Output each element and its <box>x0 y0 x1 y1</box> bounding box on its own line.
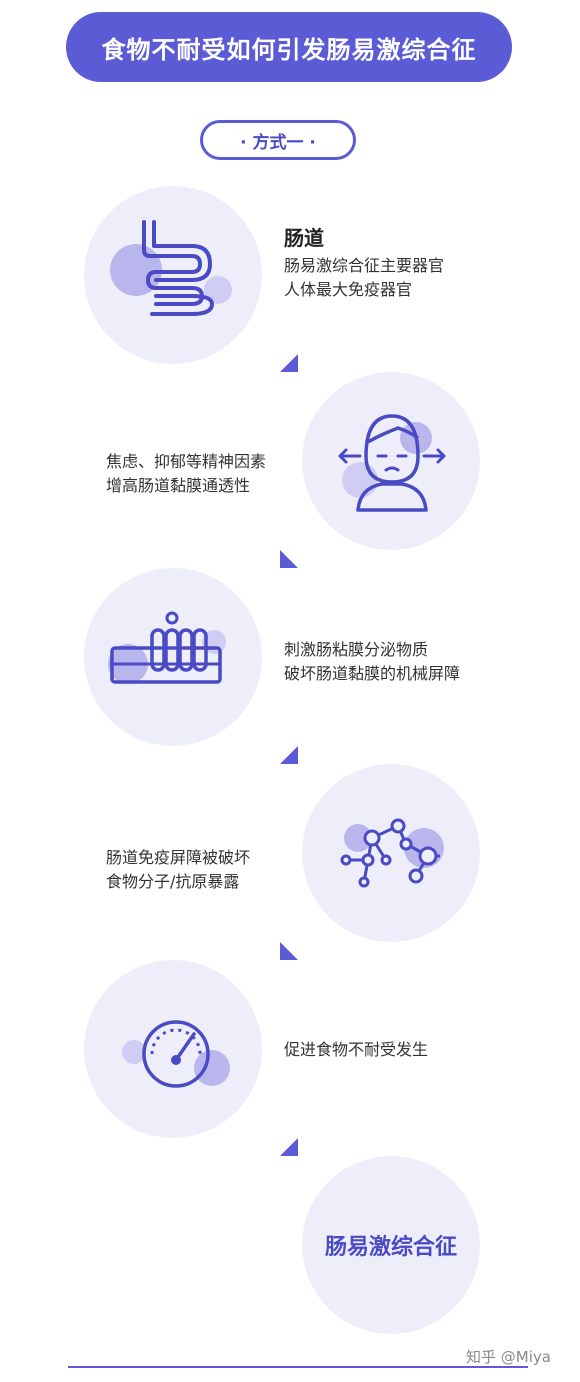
method-label: · 方式一 · <box>200 120 356 160</box>
arrow-triangle-icon <box>280 942 298 960</box>
final-label: 肠易激综合征 <box>324 1235 457 1260</box>
step-1-text: 肠道 肠易激综合征主要器官 人体最大免疫器官 <box>284 226 444 302</box>
anxious-person-icon <box>338 414 446 512</box>
page-title: 食物不耐受如何引发肠易激综合征 <box>66 12 512 82</box>
step-2-text: 焦虑、抑郁等精神因素 增高肠道黏膜通透性 <box>106 450 266 498</box>
anxious-person-circle <box>302 372 480 550</box>
step-5-text: 促进食物不耐受发生 <box>284 1038 428 1062</box>
intestinal-villi-icon <box>108 611 226 684</box>
bottom-divider <box>68 1366 528 1368</box>
gauge-icon <box>122 1020 230 1088</box>
intestine-circle <box>84 186 262 364</box>
final-circle: 肠易激综合征 <box>302 1156 480 1334</box>
arrow-triangle-icon <box>280 354 298 372</box>
step-4-line-2: 食物分子/抗原暴露 <box>106 872 240 891</box>
arrow-triangle-icon <box>280 746 298 764</box>
step-1-heading: 肠道 <box>284 226 324 250</box>
molecule-icon <box>340 818 444 888</box>
step-3-line-2: 破坏肠道黏膜的机械屏障 <box>284 664 461 683</box>
intestine-icon <box>110 220 232 316</box>
arrow-triangle-icon <box>280 550 298 568</box>
step-2-line-1: 焦虑、抑郁等精神因素 <box>106 452 267 471</box>
intestinal-villi-circle <box>84 568 262 746</box>
step-3-line-1: 刺激肠粘膜分泌物质 <box>284 640 429 659</box>
step-1-line-2: 人体最大免疫器官 <box>284 280 413 299</box>
step-4-line-1: 肠道免疫屏障被破坏 <box>106 848 251 867</box>
step-2-line-2: 增高肠道黏膜通透性 <box>106 476 251 495</box>
step-3-text: 刺激肠粘膜分泌物质 破坏肠道黏膜的机械屏障 <box>284 638 460 686</box>
arrow-triangle-icon <box>280 1138 298 1156</box>
molecule-circle <box>302 764 480 942</box>
step-5-line-1: 促进食物不耐受发生 <box>284 1040 429 1059</box>
gauge-circle <box>84 960 262 1138</box>
step-4-text: 肠道免疫屏障被破坏 食物分子/抗原暴露 <box>106 846 250 894</box>
watermark: 知乎 @Miya <box>466 1348 551 1366</box>
step-1-line-1: 肠易激综合征主要器官 <box>284 256 445 275</box>
